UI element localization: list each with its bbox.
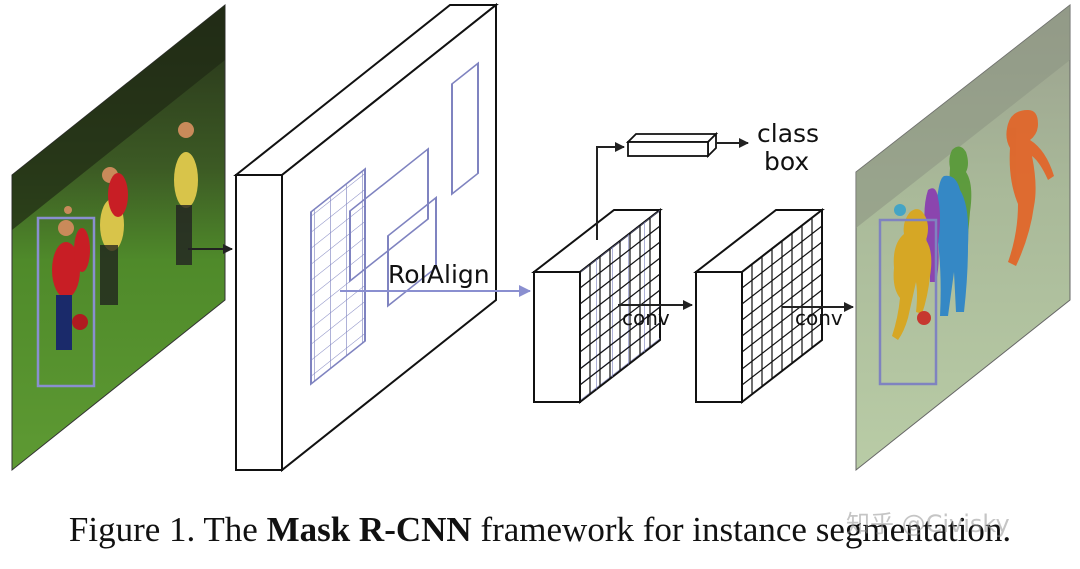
caption-suffix: framework for instance segmentation. — [471, 510, 1012, 549]
instance-masks — [892, 110, 1054, 340]
output-segmentation-image — [855, 3, 1071, 472]
figure-caption: Figure 1. The Mask R-CNN framework for i… — [0, 510, 1080, 550]
caption-prefix: Figure 1. The — [68, 510, 267, 549]
class-box-branch-line — [596, 142, 625, 240]
box-label: box — [764, 147, 809, 176]
watermark: 知乎 @Civisky — [846, 510, 1010, 538]
head-feature-block-2 — [693, 207, 825, 405]
mask-rcnn-diagram: RoIAlign class box conv — [11, 2, 1071, 473]
backbone-feature-map — [233, 2, 499, 473]
input-image — [11, 3, 226, 472]
roialign-label: RoIAlign — [388, 260, 490, 289]
roi-grid — [310, 167, 366, 386]
input-roi-box — [36, 216, 96, 388]
class-label: class — [757, 119, 819, 148]
conv-label-2: conv — [795, 306, 843, 330]
proposal-box-3 — [451, 61, 479, 196]
proposal-box-2 — [387, 195, 437, 308]
player-figures — [52, 122, 198, 350]
output-roi-box — [878, 218, 938, 386]
conv-label-1: conv — [622, 306, 670, 330]
fc-head-block — [625, 131, 719, 159]
caption-model-name: Mask R-CNN — [266, 510, 472, 549]
